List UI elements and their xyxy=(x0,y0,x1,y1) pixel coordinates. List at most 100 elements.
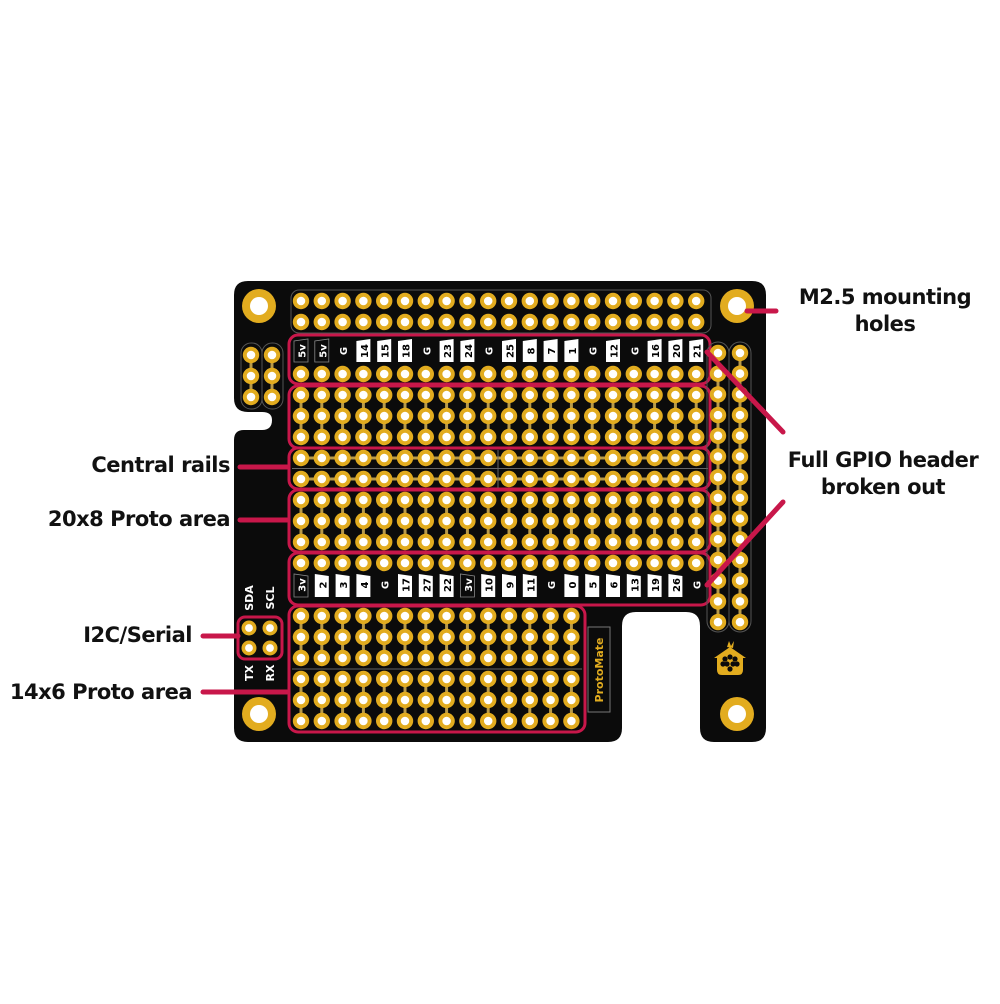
pad-hole xyxy=(359,296,368,306)
pad-hole xyxy=(317,369,327,379)
pad-hole xyxy=(608,516,618,526)
pin-label-text: 23 xyxy=(443,344,454,358)
pad-hole xyxy=(504,411,514,421)
pad-hole xyxy=(567,632,576,642)
pad-hole xyxy=(442,516,451,526)
pin-label: 18 xyxy=(398,339,413,362)
pad-hole xyxy=(483,296,493,306)
pad-hole xyxy=(317,716,327,726)
pad-hole xyxy=(504,695,514,705)
pad-hole xyxy=(629,432,639,442)
top-header-outline xyxy=(290,289,712,334)
pin-label-box xyxy=(522,339,537,362)
callout-line-gpio-bottom xyxy=(704,499,786,588)
pad-hole xyxy=(338,516,347,526)
i2c-label-top: SCL xyxy=(264,586,277,609)
pin-label-text: 3 xyxy=(339,581,350,588)
pad-hole xyxy=(713,617,723,627)
pin-label-text: G xyxy=(547,581,558,589)
pad-hole xyxy=(267,371,277,381)
pin-label: 13 xyxy=(626,574,641,597)
pad-hole xyxy=(421,390,431,400)
pad-hole xyxy=(650,296,659,306)
mounting-hole-center xyxy=(250,297,268,315)
brand-text: ProtoMate xyxy=(593,638,606,703)
pin-label-box xyxy=(647,339,662,362)
proto-14x6-frame xyxy=(287,604,587,734)
pad-hole xyxy=(317,632,327,642)
pad-hole xyxy=(629,453,639,463)
pad-hole xyxy=(713,493,723,503)
pad-hole xyxy=(442,390,451,400)
callout-mounting-holes-line2: holes xyxy=(854,312,916,336)
pad-hole xyxy=(525,674,535,684)
pin-label-text: 21 xyxy=(693,344,704,358)
pad-hole xyxy=(713,348,723,358)
pad-hole xyxy=(525,558,535,568)
pad-hole xyxy=(650,317,659,327)
pad-hole xyxy=(442,495,451,505)
pad-hole xyxy=(525,390,535,400)
pad-hole xyxy=(483,558,493,568)
pad-hole xyxy=(317,537,327,547)
pad-hole xyxy=(691,369,701,379)
pad-hole xyxy=(587,317,597,327)
pad-hole xyxy=(525,632,535,642)
pad-hole xyxy=(546,716,555,726)
pad-hole xyxy=(296,537,306,547)
pad-hole xyxy=(735,452,745,461)
pad-hole xyxy=(338,369,347,379)
logo-berry xyxy=(727,654,733,660)
pad-hole xyxy=(379,695,389,705)
pin-label-text: 9 xyxy=(506,581,517,588)
pin-label-text: 3v xyxy=(464,578,475,592)
pad-hole xyxy=(400,411,410,421)
pad-hole xyxy=(671,516,680,526)
pin-label-box xyxy=(502,574,516,597)
pad-hole xyxy=(629,495,639,505)
pad-hole xyxy=(359,558,368,568)
pin-label: 19 xyxy=(647,574,662,597)
pin-label-text: 11 xyxy=(526,578,537,592)
pad-hole xyxy=(650,537,659,547)
pad-hole xyxy=(504,369,514,379)
pad-hole xyxy=(608,537,618,547)
pad-hole xyxy=(525,317,535,327)
pad-hole xyxy=(421,611,431,621)
pin-label-text: 17 xyxy=(402,578,413,592)
pad-hole xyxy=(713,431,723,441)
pad-hole xyxy=(463,317,472,327)
pin-label: 3v xyxy=(459,573,475,598)
pad-hole xyxy=(525,369,535,379)
pad-hole xyxy=(650,411,659,421)
pad-hole xyxy=(671,390,680,400)
pad-hole xyxy=(735,493,745,503)
pad-hole xyxy=(691,474,701,484)
pad-hole xyxy=(629,516,639,526)
pad-hole xyxy=(483,495,493,505)
pin-label-text: 3v xyxy=(298,578,309,592)
pad-hole xyxy=(317,390,327,400)
pad-hole xyxy=(379,411,389,421)
pad-hole xyxy=(735,348,745,358)
pad-hole xyxy=(421,474,431,484)
pad-hole xyxy=(463,632,472,642)
pin-label-box xyxy=(502,339,516,362)
pin-label-box xyxy=(459,573,475,598)
callout-gpio-line2: broken out xyxy=(820,475,946,499)
pad-hole xyxy=(246,371,256,381)
pin-label: 5v xyxy=(314,338,329,363)
pad-hole xyxy=(671,453,680,463)
pad-hole xyxy=(421,632,431,642)
pin-label: 5v xyxy=(293,338,309,363)
pad-hole xyxy=(463,453,472,463)
pad-hole xyxy=(483,716,493,726)
pad-hole xyxy=(735,369,745,378)
pin-label-box xyxy=(481,574,496,597)
pad-hole xyxy=(713,452,723,461)
pin-label: G xyxy=(422,347,433,355)
pin-label-text: 4 xyxy=(360,581,371,588)
pad-hole xyxy=(296,516,306,526)
pad-hole xyxy=(525,653,535,663)
